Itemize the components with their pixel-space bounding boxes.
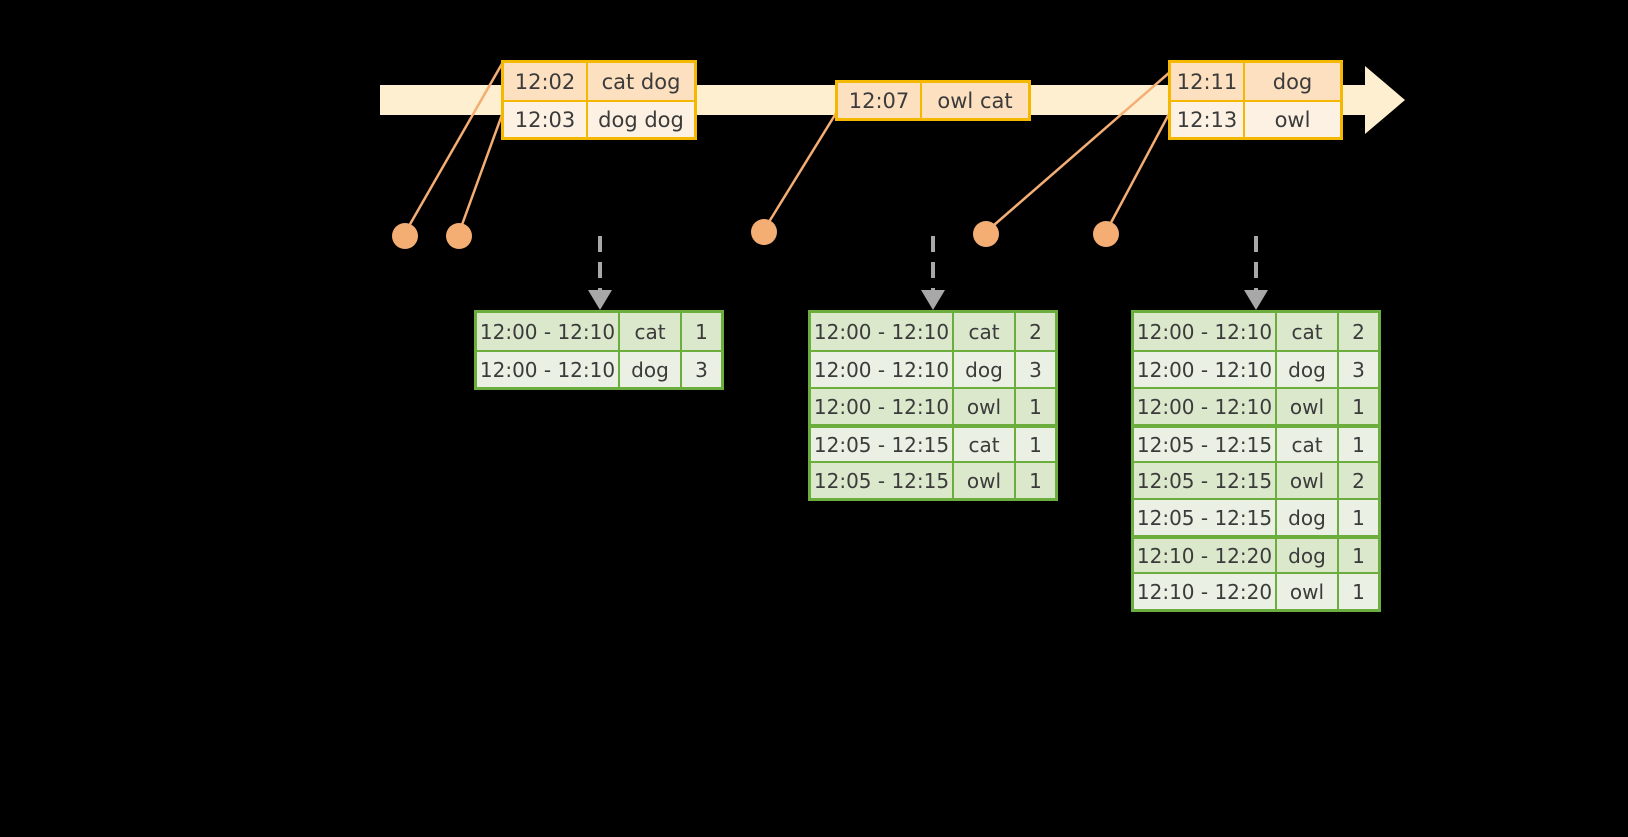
event-dot: [446, 223, 472, 249]
result-count: 1: [695, 319, 708, 344]
event-box-1[interactable]: 12:02 cat dog 12:03 dog dog: [501, 60, 697, 140]
result-word: dog: [620, 352, 682, 387]
result-window: 12:05 - 12:15: [1134, 500, 1277, 535]
result-word: dog: [954, 352, 1016, 387]
result-word: cat: [620, 313, 682, 350]
result-word: dog: [1277, 500, 1339, 535]
result-window: 12:00 - 12:10: [811, 313, 954, 350]
event-dot: [1093, 221, 1119, 247]
result-count: 1: [1352, 394, 1365, 419]
result-word: dog: [1277, 352, 1339, 387]
result-window: 12:05 - 12:15: [811, 463, 954, 498]
result-window: 12:00 - 12:10: [811, 389, 954, 424]
flow-arrow: [921, 236, 945, 310]
result-count: 2: [1352, 468, 1365, 493]
event-time: 12:13: [1171, 102, 1245, 137]
result-word: cat: [1277, 313, 1339, 350]
event-words: cat dog: [601, 69, 681, 94]
result-word: cat: [1277, 428, 1339, 461]
result-word: cat: [954, 428, 1016, 461]
result-window: 12:00 - 12:10: [1134, 389, 1277, 424]
result-count: 1: [1352, 543, 1365, 568]
result-window: 12:00 - 12:10: [1134, 313, 1277, 350]
result-count: 2: [1029, 319, 1042, 344]
result-word: owl: [954, 463, 1016, 498]
result-word: cat: [954, 313, 1016, 350]
result-count: 2: [1352, 319, 1365, 344]
result-count: 3: [695, 357, 708, 382]
result-window: 12:00 - 12:10: [811, 352, 954, 387]
event-time: 12:02: [504, 63, 588, 100]
result-count: 3: [1029, 357, 1042, 382]
event-row: 12:02 cat dog: [504, 63, 694, 100]
event-row: 12:13 owl: [1171, 100, 1340, 137]
result-word: owl: [954, 389, 1016, 424]
event-row: 12:07 owl cat: [838, 83, 1028, 118]
result-window: 12:05 - 12:15: [1134, 463, 1277, 498]
result-count: 1: [1352, 505, 1365, 530]
event-dot: [973, 221, 999, 247]
event-words: owl: [1274, 107, 1311, 132]
result-window: 12:10 - 12:20: [1134, 539, 1277, 572]
result-count: 1: [1352, 579, 1365, 604]
result-window: 12:05 - 12:15: [1134, 428, 1277, 461]
result-count: 1: [1352, 432, 1365, 457]
event-time: 12:11: [1171, 63, 1245, 100]
result-count: 1: [1029, 394, 1042, 419]
result-count: 3: [1352, 357, 1365, 382]
event-words: owl cat: [937, 88, 1013, 113]
result-word: owl: [1277, 574, 1339, 609]
event-box-2[interactable]: 12:07 owl cat: [835, 80, 1031, 121]
result-word: owl: [1277, 463, 1339, 498]
result-count: 1: [1029, 468, 1042, 493]
result-window: 12:00 - 12:10: [477, 313, 620, 350]
event-row: 12:03 dog dog: [504, 100, 694, 137]
event-dots: [392, 219, 1119, 249]
result-window: 12:10 - 12:20: [1134, 574, 1277, 609]
result-count: 1: [1029, 432, 1042, 457]
event-time: 12:07: [838, 83, 922, 118]
result-window: 12:00 - 12:10: [477, 352, 620, 387]
result-word: owl: [1277, 389, 1339, 424]
event-time: 12:03: [504, 102, 588, 137]
event-box-3[interactable]: 12:11 dog 12:13 owl: [1168, 60, 1343, 140]
result-window: 12:00 - 12:10: [1134, 352, 1277, 387]
event-dot: [751, 219, 777, 245]
result-window: 12:05 - 12:15: [811, 428, 954, 461]
flow-arrow: [1244, 236, 1268, 310]
event-dot: [392, 223, 418, 249]
event-row: 12:11 dog: [1171, 63, 1340, 100]
event-words: dog dog: [598, 107, 684, 132]
event-words: dog: [1272, 69, 1313, 94]
result-word: dog: [1277, 539, 1339, 572]
flow-arrows: [588, 236, 1268, 310]
flow-arrow: [588, 236, 612, 310]
